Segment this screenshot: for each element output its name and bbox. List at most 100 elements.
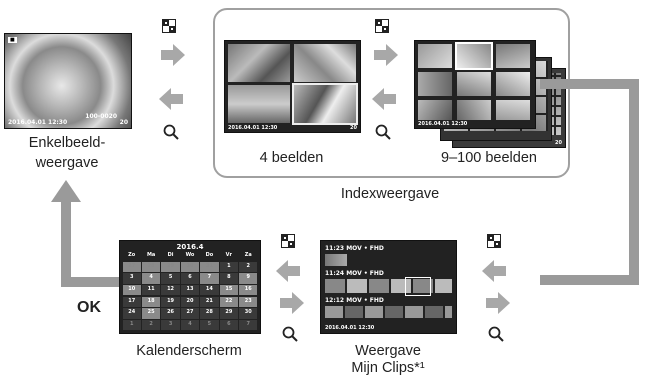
single-count: 20: [119, 119, 128, 126]
calendar-day-number: 11: [147, 285, 155, 292]
calendar-day-cell[interactable]: 3: [161, 319, 180, 331]
calendar-day-cell[interactable]: 31: [200, 261, 219, 273]
four-frame-label: 4 beelden: [259, 150, 324, 166]
calendar-day-cell[interactable]: 17: [122, 296, 141, 308]
calendar-day-number: 18: [147, 297, 155, 304]
calendar-day-number: 6: [227, 320, 231, 327]
calendar-day-cell[interactable]: 4: [180, 319, 200, 331]
calendar-day-cell[interactable]: 29: [219, 308, 239, 319]
clip-row-1: 11:23 MOV • FHD: [325, 245, 384, 252]
left-arrow-icon: [372, 88, 396, 110]
magnifier-icon: [282, 326, 298, 342]
many-count: 20: [555, 140, 562, 146]
calendar-weekday: Vr: [225, 252, 233, 258]
calendar-day-cell[interactable]: 20: [180, 296, 200, 308]
calendar-day-number: 24: [128, 309, 136, 316]
calendar-day-cell[interactable]: 10: [122, 284, 141, 296]
calendar-day-cell[interactable]: 27: [122, 261, 141, 273]
ok-label: OK: [77, 299, 101, 316]
magnifier-icon: [375, 124, 391, 140]
my-clips-screen: 11:23 MOV • FHD 11:24 MOV • FHD 12:12 MO…: [320, 240, 457, 334]
calendar-day-number: 21: [205, 297, 213, 304]
calendar-day-number: 1: [129, 320, 134, 327]
calendar-day-number: 2: [149, 320, 153, 327]
clips-label-line1: Weergave: [355, 343, 421, 359]
calendar-day-number: 25: [147, 309, 155, 316]
calendar-day-number: 2: [246, 262, 251, 269]
calendar-day-cell[interactable]: 28: [200, 308, 219, 319]
calendar-day-number: 30: [244, 309, 252, 316]
calendar-day-number: 20: [186, 297, 194, 304]
calendar-day-cell[interactable]: 26: [161, 308, 180, 319]
calendar-day-cell[interactable]: 24: [122, 308, 141, 319]
calendar-day-number: 4: [188, 320, 192, 327]
calendar-weekday: Wo: [185, 252, 195, 258]
calendar-day-cell[interactable]: 18: [141, 296, 161, 308]
single-file-number: 100-0020: [85, 113, 117, 120]
calendar-day-cell[interactable]: 21: [200, 296, 219, 308]
calendar-day-cell[interactable]: 15: [219, 284, 239, 296]
calendar-day-cell[interactable]: 13: [180, 284, 200, 296]
calendar-day-cell[interactable]: 5: [200, 319, 219, 331]
calendar-day-number: 28: [205, 309, 213, 316]
calendar-day-number: 22: [225, 297, 233, 304]
calendar-day-cell[interactable]: 4: [141, 273, 161, 284]
calendar-day-cell[interactable]: 1: [122, 319, 141, 331]
nine-frame-screen: 2016.04.01 12:30: [414, 40, 536, 129]
left-arrow-icon: [482, 260, 506, 282]
calendar-day-cell[interactable]: 11: [141, 284, 161, 296]
calendar-day-cell[interactable]: 30: [239, 308, 258, 319]
calendar-weekday: Do: [205, 252, 214, 258]
calendar-day-number: 13: [186, 285, 194, 292]
index-grid-icon: [162, 19, 176, 33]
calendar-day-number: 6: [188, 274, 192, 281]
calendar-day-cell[interactable]: 23: [239, 296, 258, 308]
calendar-day-number: 31: [205, 262, 213, 269]
calendar-day-number: 16: [244, 285, 252, 292]
calendar-day-cell[interactable]: 12: [161, 284, 180, 296]
calendar-day-number: 14: [205, 285, 213, 292]
calendar-day-cell[interactable]: 8: [219, 273, 239, 284]
calendar-day-number: 9: [246, 274, 251, 281]
calendar-day-number: 19: [167, 297, 175, 304]
calendar-day-cell[interactable]: 19: [161, 296, 180, 308]
calendar-title: 2016.4: [176, 243, 204, 251]
calendar-day-cell[interactable]: 29: [161, 261, 180, 273]
calendar-day-cell[interactable]: 1: [219, 261, 239, 273]
calendar-day-number: 23: [244, 297, 252, 304]
calendar-day-cell[interactable]: 6: [180, 273, 200, 284]
calendar-day-number: 7: [246, 320, 251, 327]
calendar-day-cell[interactable]: 28: [141, 261, 161, 273]
calendar-day-number: 29: [167, 262, 175, 269]
left-arrow-icon: [159, 88, 183, 110]
clip-row-2: 11:24 MOV • FHD: [325, 270, 384, 277]
index-group-box: [213, 8, 570, 178]
calendar-day-cell[interactable]: 3: [122, 273, 141, 284]
calendar-day-cell[interactable]: 9: [239, 273, 258, 284]
calendar-day-cell[interactable]: 7: [239, 319, 258, 331]
calendar-day-cell[interactable]: 25: [141, 308, 161, 319]
single-label-line1: Enkelbeeld-: [28, 135, 106, 151]
mode-badge: ■: [8, 37, 17, 43]
many-frame-label: 9–100 beelden: [441, 150, 537, 166]
four-date: 2016.04.01 12:30: [228, 125, 278, 131]
index-grid-icon: [281, 234, 295, 248]
single-label-line2: weergave: [35, 155, 99, 171]
calendar-day-cell[interactable]: 30: [180, 261, 200, 273]
calendar-day-cell[interactable]: 7: [200, 273, 219, 284]
calendar-day-cell[interactable]: 27: [180, 308, 200, 319]
calendar-day-cell[interactable]: 16: [239, 284, 258, 296]
calendar-day-cell[interactable]: 6: [219, 319, 239, 331]
right-arrow-icon: [161, 44, 185, 66]
calendar-day-number: 26: [167, 309, 175, 316]
calendar-day-cell[interactable]: 5: [161, 273, 180, 284]
calendar-day-cell[interactable]: 14: [200, 284, 219, 296]
calendar-day-cell[interactable]: 2: [141, 319, 161, 331]
calendar-day-number: 4: [149, 274, 153, 281]
calendar-day-number: 5: [207, 320, 212, 327]
calendar-day-cell[interactable]: 2: [239, 261, 258, 273]
calendar-day-cell[interactable]: 22: [219, 296, 239, 308]
clip-row-3: 12:12 MOV • FHD: [325, 297, 384, 304]
